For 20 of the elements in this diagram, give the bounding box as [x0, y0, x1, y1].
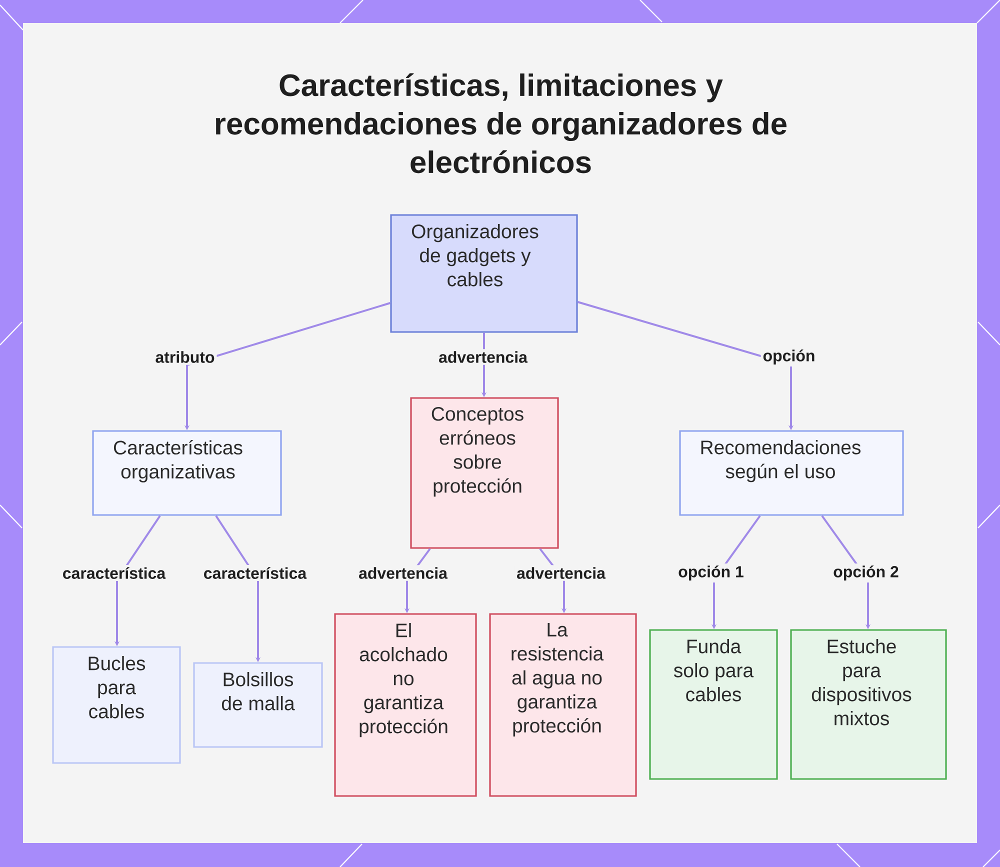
edge-label: opción 2	[831, 563, 901, 583]
concept-box: Recomendaciones según el uso	[679, 430, 904, 516]
edge-label: advertencia	[436, 349, 530, 365]
concept-box: Bucles para cables	[52, 646, 181, 764]
concept-box: Funda solo para cables	[649, 629, 778, 780]
concept-box: Bolsillos de malla	[193, 662, 323, 748]
concept-box: Conceptos erróneos sobre protección	[410, 397, 559, 549]
concept-box: Estuche para dispositivos mixtos	[790, 629, 947, 780]
edge-label: advertencia	[514, 565, 608, 581]
edge-label: característica	[201, 565, 309, 581]
edge-label: atributo	[153, 349, 217, 365]
edge-label: advertencia	[356, 565, 450, 581]
concept-box: La resistencia al agua no garantiza protección	[489, 613, 637, 797]
edge-label: opción	[760, 347, 818, 367]
concept-box: Características organizativas	[92, 430, 282, 516]
title: Características, limitaciones y recomendaciones de organizadores de electrónicos	[216, 73, 787, 174]
edge-label: opción 1	[676, 563, 746, 583]
concept-box: El acolchado no garantiza protección	[334, 613, 477, 797]
concept-box: Organizadores de gadgets y cables	[390, 214, 578, 333]
edge-label: característica	[60, 565, 168, 581]
